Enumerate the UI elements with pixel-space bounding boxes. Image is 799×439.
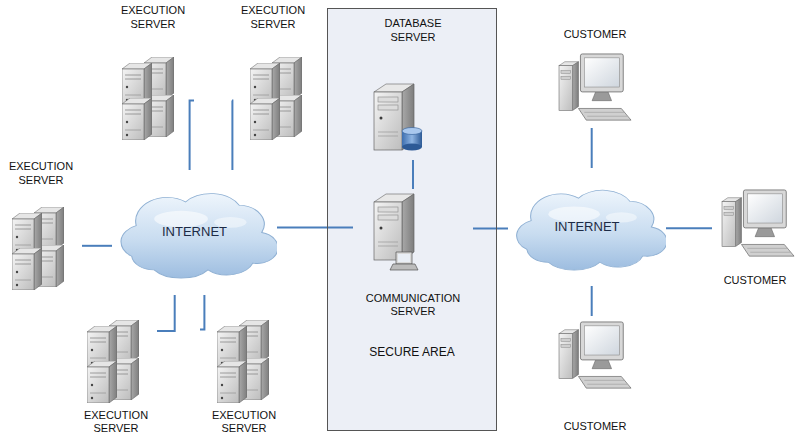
communication-server: COMMUNICATION SERVER <box>353 189 473 321</box>
network-link <box>200 295 204 330</box>
network-link <box>82 245 112 247</box>
network-link <box>231 101 233 170</box>
node-label: EXECUTION SERVER <box>206 409 282 437</box>
laptop-icon <box>390 252 418 270</box>
network-link <box>277 227 353 229</box>
cloud-label: INTERNET <box>555 219 620 235</box>
customer-computer-icon <box>559 322 631 388</box>
node-label: CUSTOMER <box>564 28 627 42</box>
execution-server: EXECUTION SERVER <box>200 312 288 438</box>
server-rack-icon <box>122 57 174 140</box>
server-rack-icon <box>87 320 139 403</box>
internet-cloud: INTERNET <box>508 168 666 286</box>
node-label: DATABASE SERVER <box>373 17 453 45</box>
server-rack-icon <box>12 207 64 290</box>
database-server: DATABASE SERVER <box>353 14 473 160</box>
server-rack-icon <box>217 320 269 403</box>
customer: CUSTOMER <box>545 316 645 436</box>
node-label: EXECUTION SERVER <box>78 409 154 437</box>
network-link <box>591 286 593 316</box>
database-cylinder <box>402 128 422 151</box>
node-label: SECURE AREA <box>369 345 454 360</box>
secure-area-fill <box>327 8 497 431</box>
network-link <box>157 295 175 331</box>
customer-computer-icon <box>559 54 631 120</box>
execution-server: EXECUTION SERVER <box>0 160 82 292</box>
execution-server: EXECUTION SERVER <box>232 4 314 142</box>
node-label: CUSTOMER <box>724 274 787 288</box>
customer-computer-icon <box>722 190 794 256</box>
network-link <box>666 227 712 229</box>
node-label: EXECUTION SERVER <box>2 160 80 188</box>
network-link <box>591 128 593 168</box>
customer: CUSTOMER <box>545 28 645 128</box>
node-label: EXECUTION SERVER <box>235 4 311 32</box>
execution-server: EXECUTION SERVER <box>75 312 157 438</box>
node-label: COMMUNICATION SERVER <box>361 292 466 320</box>
server-rack-icon <box>250 57 302 140</box>
cloud-label: INTERNET <box>162 224 227 240</box>
network-link <box>190 101 194 170</box>
node-label: EXECUTION SERVER <box>115 4 191 32</box>
node-label: CUSTOMER <box>564 420 627 434</box>
internet-cloud: INTERNET <box>112 170 277 295</box>
network-link <box>473 228 508 230</box>
execution-server: EXECUTION SERVER <box>112 4 194 142</box>
communication-server-icon <box>374 194 414 260</box>
network-link <box>412 160 414 189</box>
secure-area: SECURE AREA DATABASE SERVER COMMUNICATION … <box>327 8 497 431</box>
customer: CUSTOMER <box>712 186 798 290</box>
